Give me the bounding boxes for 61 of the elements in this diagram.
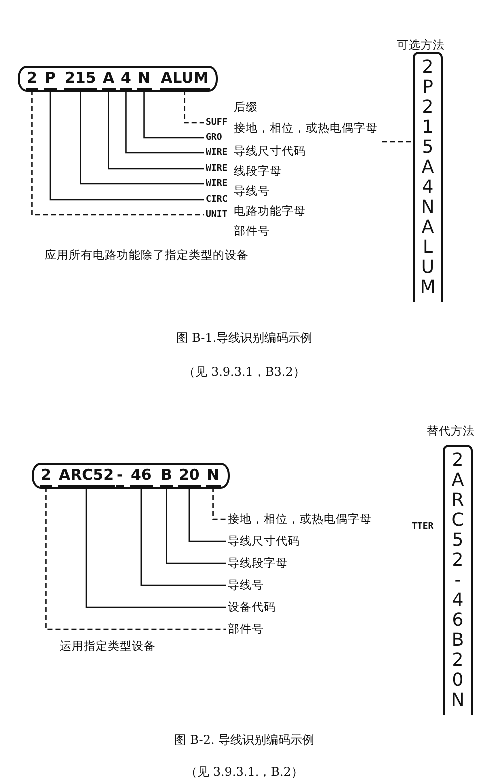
- code-segment: -: [116, 466, 124, 487]
- label-text: 导线段字母: [228, 556, 288, 571]
- figure-title: 图 B-1.导线识别编码示例: [175, 330, 314, 347]
- code-segment: 46: [130, 466, 153, 487]
- caption-text: 运用指定类型设备: [60, 639, 156, 654]
- label-text: 接地，相位，或热电偶字母: [234, 121, 378, 136]
- vertical-wire-drawing: 2ARC52-46B20N: [443, 445, 473, 715]
- vertical-wire-drawing: 2P215A4NALUM: [413, 52, 443, 302]
- code-segment: 4: [120, 69, 132, 90]
- wire-drawing: [18, 66, 218, 92]
- leader-line: [188, 487, 226, 542]
- heading: 替代方法: [427, 424, 475, 439]
- leader-line: [50, 90, 204, 201]
- label-text: GRO: [206, 133, 222, 143]
- code-segment: A: [102, 69, 116, 90]
- wire-drawing: [32, 463, 230, 489]
- code-segment: ARC52: [58, 466, 116, 487]
- label-text: WIRE: [206, 148, 228, 158]
- label-text: TTER: [412, 522, 434, 532]
- label-text: 后缀: [234, 100, 258, 115]
- code-segment: ALUM: [160, 69, 210, 90]
- leader-line: [166, 487, 226, 564]
- heading: 可选方法: [397, 38, 445, 53]
- label-text: 线段字母: [234, 164, 282, 179]
- label-text: WIRE: [206, 164, 228, 174]
- code-segment: N: [137, 69, 152, 90]
- leader-line: [382, 141, 413, 143]
- label-text: 部件号: [234, 224, 270, 239]
- label-text: 导线号: [228, 578, 264, 593]
- leader-line: [86, 487, 226, 608]
- label-text: UNIT: [206, 210, 228, 220]
- label-text: 导线尺寸代码: [234, 144, 306, 159]
- leader-line: [80, 90, 204, 185]
- leader-line: [108, 90, 204, 170]
- figure-title: 图 B-2. 导线识别编码示例: [173, 732, 316, 749]
- code-segment: 215: [64, 69, 98, 90]
- figure-note: （见 3.9.3.1.，B.2）: [184, 764, 304, 781]
- leader-line: [140, 487, 226, 586]
- label-text: CIRC: [206, 195, 228, 205]
- label-text: SUFF: [206, 118, 228, 128]
- leader-line: [46, 487, 226, 630]
- caption-text: 应用所有电路功能除了指定类型的设备: [45, 248, 249, 263]
- figure-note: （见 3.9.3.1，B3.2）: [182, 364, 306, 381]
- label-text: 部件号: [228, 622, 264, 637]
- label-text: WIRE: [206, 179, 228, 189]
- label-text: 接地，相位，或热电偶字母: [228, 512, 372, 527]
- label-text: 导线号: [234, 184, 270, 199]
- leader-line: [144, 90, 204, 139]
- leader-line: [184, 90, 204, 124]
- leader-line: [212, 487, 226, 520]
- code-segment: B: [160, 466, 174, 487]
- leader-line: [126, 90, 204, 154]
- code-segment: P: [44, 69, 57, 90]
- code-segment: 2: [26, 69, 38, 90]
- leader-line: [32, 90, 204, 216]
- code-segment: 2: [40, 466, 52, 487]
- label-text: 导线尺寸代码: [228, 534, 300, 549]
- label-text: 设备代码: [228, 600, 276, 615]
- code-segment: N: [206, 466, 221, 487]
- label-text: 电路功能字母: [234, 204, 306, 219]
- code-segment: 20: [178, 466, 201, 487]
